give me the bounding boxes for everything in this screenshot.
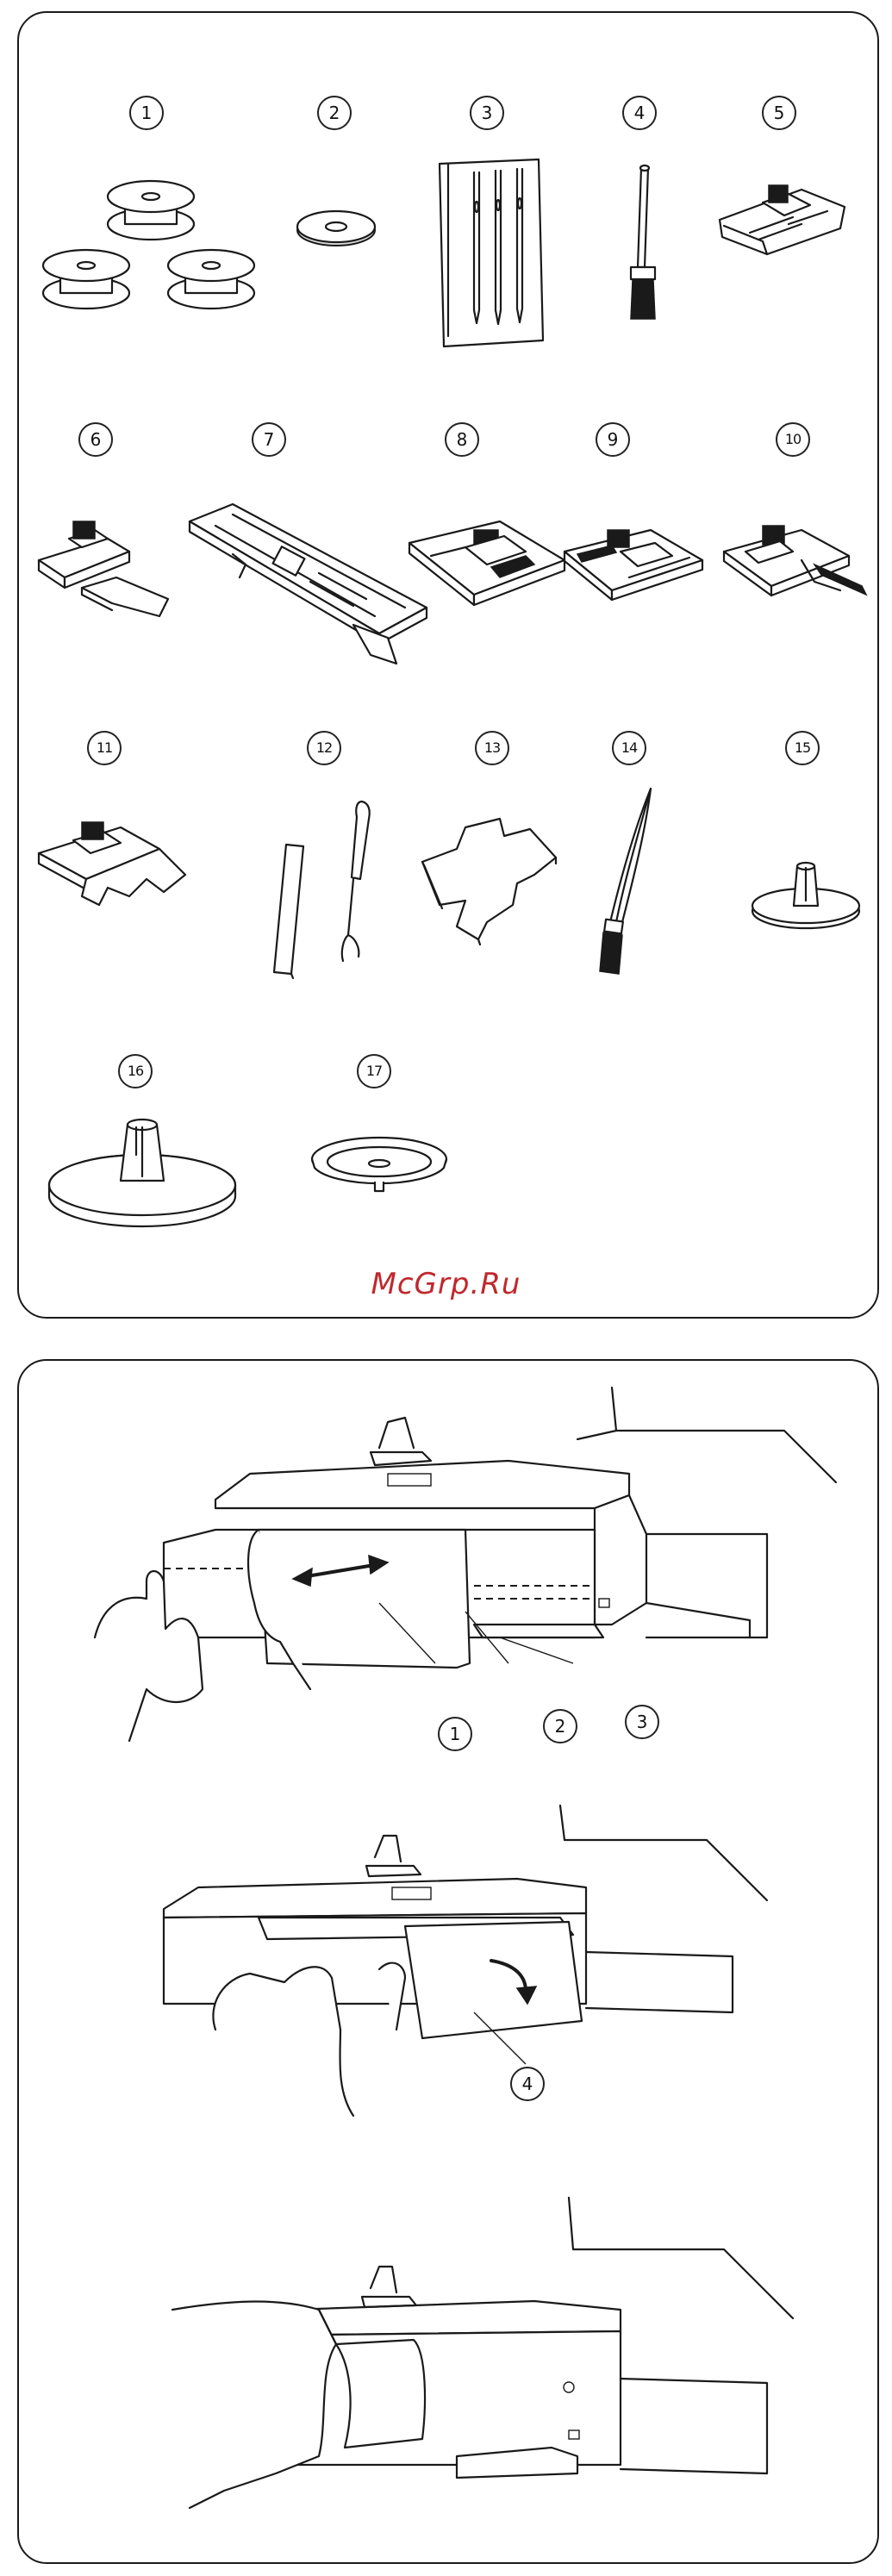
accessory-label-9: 9 bbox=[596, 422, 630, 457]
accessory-label-6: 6 bbox=[78, 422, 113, 457]
overcast-foot-icon bbox=[405, 508, 569, 629]
accessory-label-12: 12 bbox=[307, 731, 341, 765]
lint-brush-icon bbox=[569, 784, 664, 991]
accessory-label-16: 16 bbox=[118, 1054, 153, 1088]
rolled-hem-foot-icon bbox=[720, 513, 870, 621]
accessory-label-7: 7 bbox=[252, 422, 286, 457]
accessory-label-4: 4 bbox=[622, 96, 657, 130]
presser-foot-icon bbox=[715, 172, 853, 267]
spool-pin-icon bbox=[603, 159, 681, 332]
extension-label-2: 2 bbox=[543, 1709, 577, 1743]
extension-table-remove-illustration bbox=[172, 2180, 836, 2542]
accessory-label-15: 15 bbox=[785, 731, 820, 765]
accessory-label-2: 2 bbox=[317, 96, 352, 130]
accessory-label-10: 10 bbox=[776, 422, 810, 457]
spool-cap-icon bbox=[306, 1120, 452, 1207]
extension-table-open-cover-illustration bbox=[147, 1797, 836, 2124]
accessory-label-14: 14 bbox=[612, 731, 646, 765]
extension-label-4: 4 bbox=[510, 2067, 545, 2101]
accessory-label-5: 5 bbox=[762, 96, 796, 130]
buttonhole-foot-icon bbox=[181, 487, 431, 672]
small-spool-holder-icon bbox=[745, 849, 866, 935]
accessory-label-1: 1 bbox=[129, 96, 164, 130]
extension-label-1: 1 bbox=[438, 1717, 472, 1751]
accessory-label-8: 8 bbox=[445, 422, 479, 457]
accessory-label-17: 17 bbox=[357, 1054, 391, 1088]
blind-hem-foot-icon bbox=[560, 513, 707, 616]
accessory-label-11: 11 bbox=[87, 731, 122, 765]
extension-table-slide-illustration: 0 bbox=[95, 1379, 836, 1758]
button-shank-plate-icon bbox=[418, 810, 565, 948]
accessory-label-3: 3 bbox=[470, 96, 504, 130]
satin-foot-icon bbox=[34, 810, 190, 922]
large-spool-holder-icon bbox=[43, 1103, 241, 1224]
needle-pack-icon bbox=[435, 155, 547, 353]
bobbins-icon bbox=[34, 155, 267, 345]
accessory-label-13: 13 bbox=[475, 731, 509, 765]
extension-label-3: 3 bbox=[625, 1705, 659, 1739]
seam-ripper-icon bbox=[259, 793, 388, 991]
felt-disc-icon bbox=[293, 203, 379, 254]
zipper-foot-icon bbox=[30, 508, 177, 625]
watermark: McGrp.Ru bbox=[0, 1267, 892, 1301]
